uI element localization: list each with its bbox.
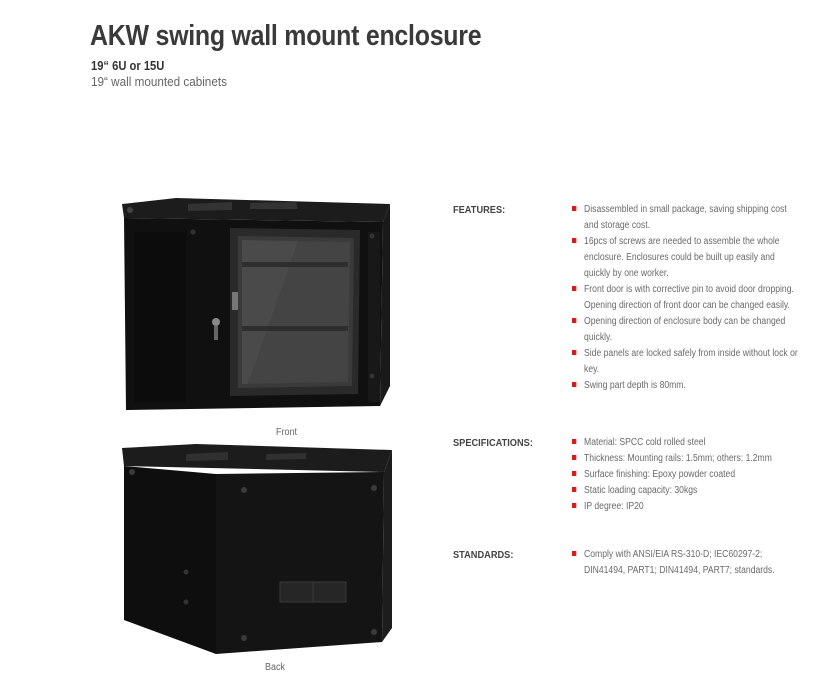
features-label: FEATURES: bbox=[453, 204, 506, 216]
list-item: IP degree: IP20 bbox=[572, 499, 799, 515]
list-item: 16pcs of screws are needed to assemble t… bbox=[572, 234, 799, 282]
page-subtitle: 19“ 6U or 15U bbox=[91, 58, 165, 73]
list-item: Comply with ANSI/EIA RS-310-D; IEC60297-… bbox=[572, 547, 799, 579]
back-cabinet-image bbox=[116, 442, 396, 660]
list-item: Static loading capacity: 30kgs bbox=[572, 483, 799, 499]
front-cabinet-image bbox=[118, 196, 393, 414]
list-item: Opening direction of enclosure body can … bbox=[572, 314, 799, 346]
front-caption: Front bbox=[276, 427, 298, 438]
list-item: Surface finishing: Epoxy powder coated bbox=[572, 467, 799, 483]
page-title: AKW swing wall mount enclosure bbox=[90, 20, 482, 52]
list-item: Front door is with corrective pin to avo… bbox=[572, 282, 799, 314]
standards-label: STANDARDS: bbox=[453, 549, 514, 561]
list-item: Side panels are locked safely from insid… bbox=[572, 346, 799, 378]
bullet-square-icon bbox=[572, 382, 577, 387]
features-list: Disassembled in small package, saving sh… bbox=[572, 202, 812, 394]
bullet-square-icon bbox=[572, 487, 577, 492]
bullet-square-icon bbox=[572, 455, 577, 460]
back-caption: Back bbox=[265, 662, 286, 673]
bullet-square-icon bbox=[572, 318, 577, 323]
page-subline: 19“ wall mounted cabinets bbox=[91, 74, 227, 89]
bullet-square-icon bbox=[572, 286, 577, 291]
specifications-label: SPECIFICATIONS: bbox=[453, 437, 533, 449]
bullet-square-icon bbox=[572, 471, 577, 476]
bullet-square-icon bbox=[572, 350, 577, 355]
bullet-square-icon bbox=[572, 206, 577, 211]
bullet-square-icon bbox=[572, 439, 577, 444]
bullet-square-icon bbox=[572, 238, 577, 243]
bullet-square-icon bbox=[572, 551, 577, 556]
bullet-square-icon bbox=[572, 503, 577, 508]
standards-list: Comply with ANSI/EIA RS-310-D; IEC60297-… bbox=[572, 547, 812, 579]
list-item: Swing part depth is 80mm. bbox=[572, 378, 799, 394]
list-item: Disassembled in small package, saving sh… bbox=[572, 202, 799, 234]
list-item: Thickness: Mounting rails: 1.5mm; others… bbox=[572, 451, 799, 467]
specifications-list: Material: SPCC cold rolled steel Thickne… bbox=[572, 435, 812, 515]
list-item: Material: SPCC cold rolled steel bbox=[572, 435, 799, 451]
